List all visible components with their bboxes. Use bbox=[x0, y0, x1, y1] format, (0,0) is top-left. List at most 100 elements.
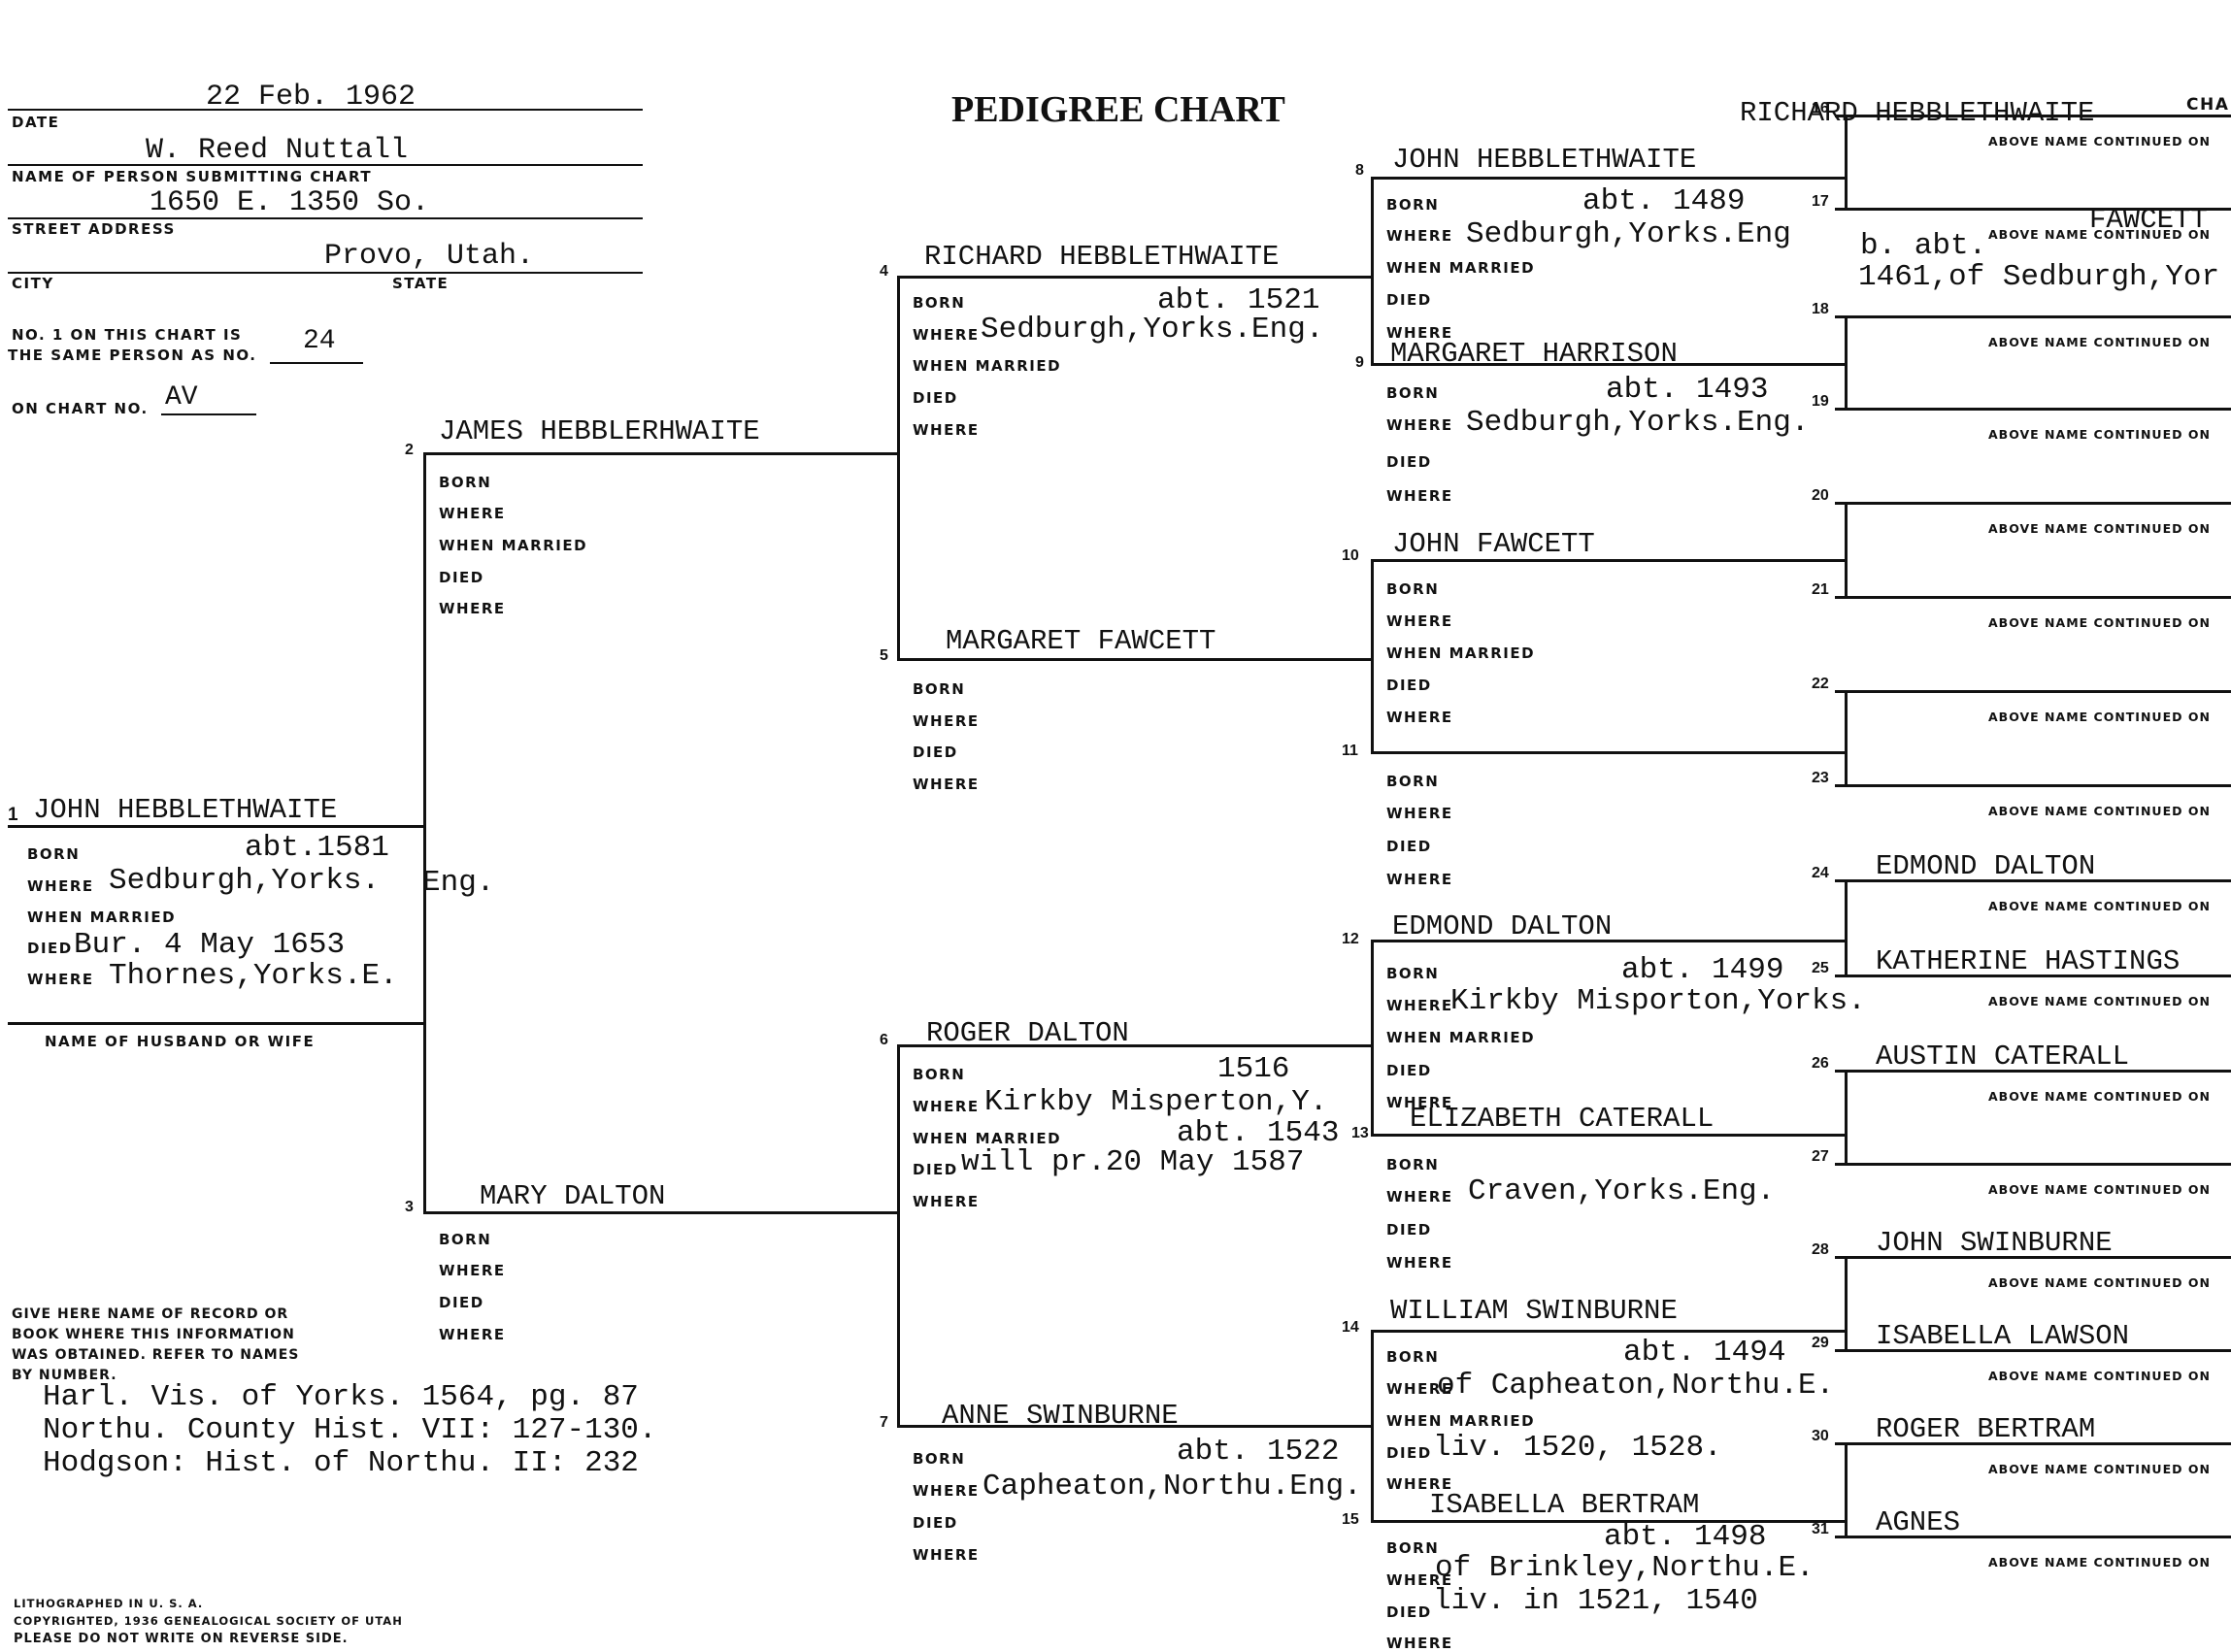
p8-where-label: WHERE bbox=[1386, 227, 1453, 245]
p7-born-label: BORN bbox=[913, 1450, 966, 1468]
p12-born-value: abt. 1499 bbox=[1621, 953, 1784, 987]
gen5-name-29: ISABELLA LAWSON bbox=[1876, 1320, 2130, 1352]
person-6-name: ROGER DALTON bbox=[926, 1017, 1129, 1049]
p4-died-label: DIED bbox=[913, 389, 958, 407]
gen3-bracket-top bbox=[897, 276, 900, 660]
person-2-name: JAMES HEBBLERHWAITE bbox=[439, 415, 760, 447]
footer-line-2: COPYRIGHTED, 1936 GENEALOGICAL SOCIETY O… bbox=[14, 1614, 403, 1628]
gen5-number-29: 29 bbox=[1812, 1335, 1829, 1351]
gen5-name-31: AGNES bbox=[1876, 1506, 1961, 1538]
gen5-continued-label-21: ABOVE NAME CONTINUED ON bbox=[1988, 615, 2211, 630]
person-3-name: MARY DALTON bbox=[480, 1180, 666, 1212]
person-9-line bbox=[1371, 363, 1847, 366]
gen5-17-note-1: b. abt. bbox=[1860, 229, 1987, 263]
person-2-line bbox=[423, 452, 899, 455]
gen4-bracket-b bbox=[1371, 559, 1374, 753]
gen5-continued-label-22: ABOVE NAME CONTINUED ON bbox=[1988, 710, 2211, 724]
gen5-name-28: JOHN SWINBURNE bbox=[1876, 1227, 2113, 1259]
gen5-name-30: ROGER BERTRAM bbox=[1876, 1413, 2096, 1445]
gen5-line-28 bbox=[1835, 1256, 2231, 1259]
date-line bbox=[8, 109, 643, 111]
gen5-line-18 bbox=[1835, 315, 2231, 318]
gen5-number-23: 23 bbox=[1812, 770, 1829, 786]
person-15-number: 15 bbox=[1342, 1511, 1359, 1528]
source-line-2: Northu. County Hist. VII: 127-130. bbox=[43, 1413, 657, 1447]
gen5-name-26: AUSTIN CATERALL bbox=[1876, 1041, 2130, 1073]
p6-married-value: abt. 1543 bbox=[1177, 1116, 1340, 1150]
street-value: 1650 E. 1350 So. bbox=[150, 186, 430, 219]
p8-where-born: Sedburgh,Yorks.Eng bbox=[1466, 217, 1791, 251]
person-13-number: 13 bbox=[1351, 1125, 1369, 1141]
p13-where-born: Craven,Yorks.Eng. bbox=[1468, 1174, 1776, 1208]
person-1-number: 1 bbox=[8, 805, 18, 825]
person-8-line bbox=[1371, 177, 1847, 180]
same-person-label-1: NO. 1 ON THIS CHART IS bbox=[12, 326, 243, 344]
person-14-number: 14 bbox=[1342, 1319, 1359, 1336]
footer-line-1: LITHOGRAPHED IN U. S. A. bbox=[14, 1597, 204, 1610]
person-12-line bbox=[1371, 940, 1847, 942]
gen5-continued-label-27: ABOVE NAME CONTINUED ON bbox=[1988, 1182, 2211, 1197]
footer-line-3: PLEASE DO NOT WRITE ON REVERSE SIDE. bbox=[14, 1632, 349, 1646]
gen5-continued-label-30: ABOVE NAME CONTINUED ON bbox=[1988, 1462, 2211, 1476]
p12-where-born: Kirkby Misporton,Yorks. bbox=[1450, 984, 1866, 1018]
p3-born-label: BORN bbox=[439, 1231, 492, 1248]
person-11-line bbox=[1371, 751, 1847, 754]
person-5-number: 5 bbox=[880, 647, 888, 664]
person-14-name: WILLIAM SWINBURNE bbox=[1390, 1295, 1678, 1327]
gen5-number-21: 21 bbox=[1812, 581, 1829, 598]
p6-where-born: Kirkby Misperton,Y. bbox=[984, 1085, 1328, 1119]
gen4-bracket-c bbox=[1371, 940, 1374, 1136]
gen5-continued-label-16: ABOVE NAME CONTINUED ON bbox=[1988, 134, 2211, 149]
person-6-line bbox=[897, 1044, 1373, 1047]
p8-married-label: WHEN MARRIED bbox=[1386, 259, 1536, 277]
person-12-name: EDMOND DALTON bbox=[1392, 910, 1613, 942]
gen5-box-left-2 bbox=[1845, 502, 1848, 599]
p11-where-died-label: WHERE bbox=[1386, 871, 1453, 888]
person-1-bottom-line bbox=[8, 1022, 425, 1025]
source-line-1: Harl. Vis. of Yorks. 1564, pg. 87 bbox=[43, 1380, 639, 1414]
p10-where-label: WHERE bbox=[1386, 612, 1453, 630]
p15-died-value: liv. in 1521, 1540 bbox=[1433, 1584, 1758, 1618]
person-7-line bbox=[897, 1425, 1373, 1428]
gen5-line-17 bbox=[1835, 208, 2231, 211]
gen4-bracket-d bbox=[1371, 1330, 1374, 1522]
p9-born-value: abt. 1493 bbox=[1606, 373, 1769, 407]
p6-died-label: DIED bbox=[913, 1161, 958, 1178]
p6-where-died-label: WHERE bbox=[913, 1193, 980, 1210]
gen5-line-20 bbox=[1835, 502, 2231, 505]
person-9-number: 9 bbox=[1355, 354, 1364, 371]
person-7-number: 7 bbox=[880, 1414, 888, 1431]
p13-died-label: DIED bbox=[1386, 1221, 1432, 1239]
p14-married-label: WHEN MARRIED bbox=[1386, 1412, 1536, 1430]
gen2-bracket bbox=[423, 452, 426, 1213]
gen5-line-25 bbox=[1835, 975, 2231, 977]
person-5-line bbox=[897, 658, 1373, 661]
p5-born-label: BORN bbox=[913, 680, 966, 698]
p11-born-label: BORN bbox=[1386, 773, 1440, 790]
p2-where-died-label: WHERE bbox=[439, 600, 506, 617]
p14-where-born: of Capheaton,Northu.E. bbox=[1437, 1369, 1835, 1403]
source-line-3: Hodgson: Hist. of Northu. II: 232 bbox=[43, 1446, 639, 1480]
p2-died-label: DIED bbox=[439, 569, 484, 586]
on-chart-label: ON CHART NO. bbox=[12, 400, 149, 417]
sources-instructions-2: BOOK WHERE THIS INFORMATION bbox=[12, 1327, 295, 1342]
p4-born-label: BORN bbox=[913, 294, 966, 312]
p14-died-value: liv. 1520, 1528. bbox=[1433, 1431, 1722, 1465]
p7-died-label: DIED bbox=[913, 1514, 958, 1532]
gen5-number-19: 19 bbox=[1812, 393, 1829, 410]
p9-born-label: BORN bbox=[1386, 384, 1440, 402]
p3-where-died-label: WHERE bbox=[439, 1326, 506, 1343]
person-14-line bbox=[1371, 1330, 1847, 1333]
gen5-continued-label-23: ABOVE NAME CONTINUED ON bbox=[1988, 804, 2211, 818]
person-13-line bbox=[1371, 1134, 1847, 1137]
p12-died-label: DIED bbox=[1386, 1062, 1432, 1079]
gen5-number-30: 30 bbox=[1812, 1428, 1829, 1444]
p15-died-label: DIED bbox=[1386, 1603, 1432, 1621]
person-15-line bbox=[1371, 1520, 1847, 1523]
p13-where-died-label: WHERE bbox=[1386, 1254, 1453, 1272]
gen5-number-24: 24 bbox=[1812, 865, 1829, 881]
p1-where-label: WHERE bbox=[27, 877, 94, 895]
person-8-name: JOHN HEBBLETHWAITE bbox=[1392, 144, 1697, 176]
p15-where-label: WHERE bbox=[1386, 1571, 1453, 1589]
submitter-line bbox=[8, 164, 643, 166]
